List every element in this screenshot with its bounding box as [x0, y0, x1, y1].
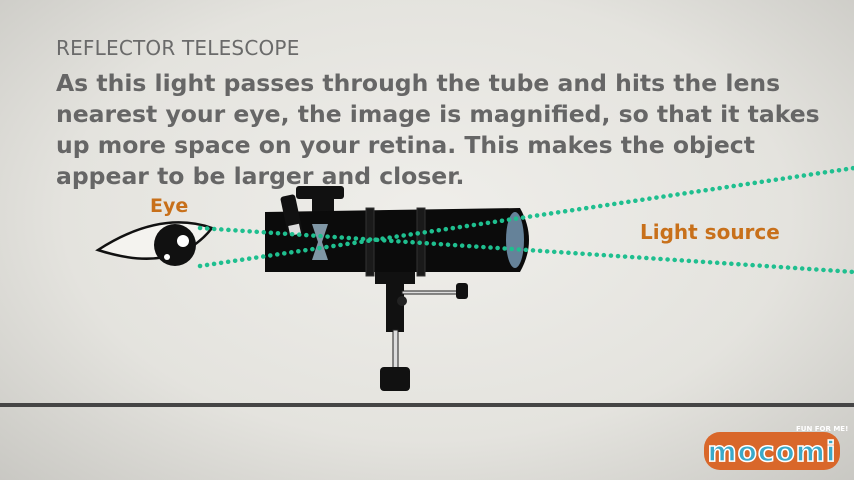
floor-line: [0, 403, 854, 407]
slide-title: REFLECTOR TELESCOPE: [56, 36, 300, 60]
light-source-label: Light source: [640, 220, 780, 244]
logo-tagline: FUN FOR ME!: [796, 425, 849, 433]
eye-label: Eye: [150, 195, 189, 217]
light-ray-upper: [197, 225, 854, 275]
slide-body-text: As this light passes through the tube an…: [56, 69, 820, 190]
eye-icon: [95, 221, 215, 266]
mocomi-logo: mocomi: [704, 432, 840, 470]
telescope-tube: [265, 186, 529, 277]
telescope-mount: [375, 270, 468, 391]
logo-text: mocomi: [707, 434, 837, 469]
